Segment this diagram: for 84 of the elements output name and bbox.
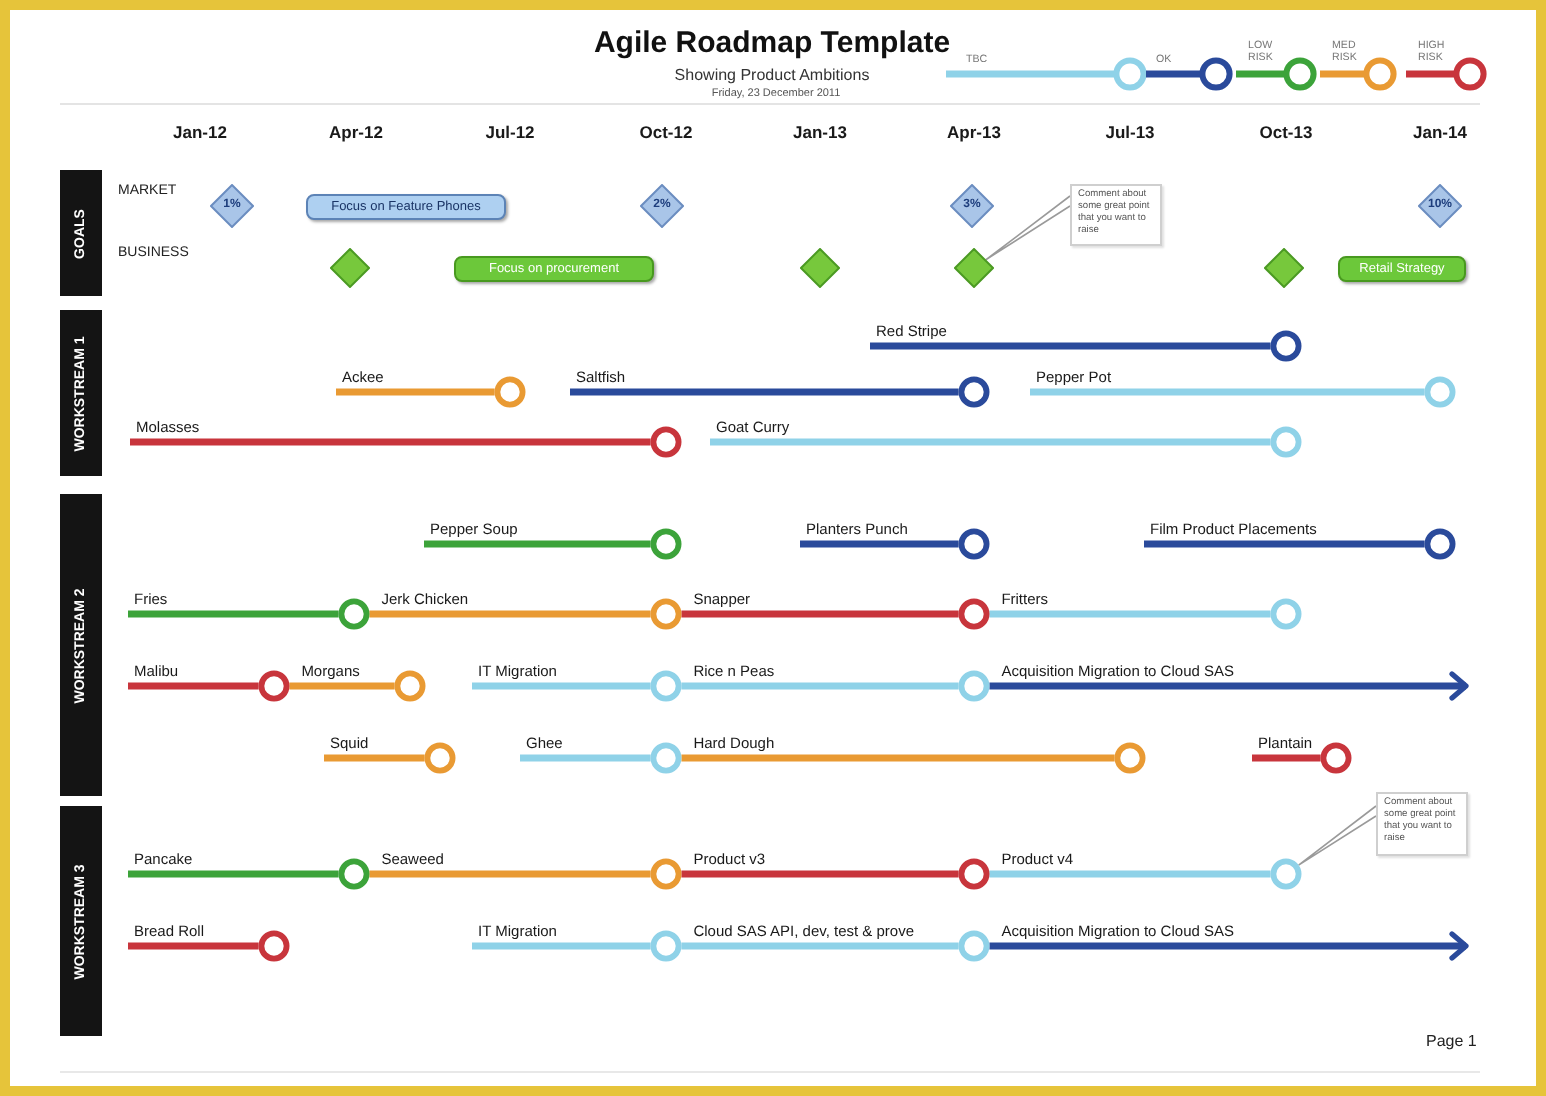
milestone-circle <box>958 670 990 702</box>
milestone-circle <box>650 858 682 890</box>
leader-line <box>985 195 1071 261</box>
milestone-circle <box>1320 742 1352 774</box>
timeline-line <box>128 610 339 618</box>
milestone-circle <box>958 528 990 560</box>
goal-diamond <box>800 248 840 288</box>
timeline-line <box>710 438 1271 446</box>
timeline-date: Jan-14 <box>1413 122 1467 142</box>
timeline-date: Jul-13 <box>1105 122 1155 142</box>
milestone-circle <box>958 376 990 408</box>
timeline-line <box>324 754 425 762</box>
milestone-circle <box>394 670 426 702</box>
timeline-line <box>989 870 1271 878</box>
milestone-circle <box>650 426 682 458</box>
timeline-line <box>989 610 1271 618</box>
timeline-line <box>681 870 959 878</box>
milestone-circle <box>958 598 990 630</box>
timeline-line <box>681 610 959 618</box>
swimlane-bar <box>60 170 102 296</box>
milestone-circle <box>1270 598 1302 630</box>
milestone-circle <box>258 930 290 962</box>
page-number: Page 1 <box>1426 1032 1477 1050</box>
goal-diamond <box>210 184 254 228</box>
timeline-line <box>128 682 259 690</box>
timeline-line <box>520 754 651 762</box>
timeline-line <box>128 870 339 878</box>
timeline-line <box>130 438 651 446</box>
timeline-line <box>681 754 1115 762</box>
timeline-line <box>800 540 959 548</box>
swimlane-bar <box>60 494 102 796</box>
goal-diamond <box>954 248 994 288</box>
timeline-date: Apr-13 <box>947 122 1001 142</box>
milestone-circle <box>1270 858 1302 890</box>
goal-diamond <box>1264 248 1304 288</box>
timeline-line <box>1252 754 1321 762</box>
milestone-circle <box>650 742 682 774</box>
timeline-line <box>472 682 651 690</box>
milestone-circle <box>1114 742 1146 774</box>
milestone-circle <box>650 930 682 962</box>
milestone-circle <box>1424 376 1456 408</box>
timeline-line <box>1030 388 1425 396</box>
timeline-line <box>472 942 651 950</box>
timeline-line <box>336 388 495 396</box>
milestone-circle <box>1270 330 1302 362</box>
timeline-line <box>870 342 1271 350</box>
milestone-circle <box>424 742 456 774</box>
milestone-circle <box>958 858 990 890</box>
timeline-arrow <box>989 671 1469 701</box>
subtitle: Showing Product Ambitions <box>674 66 870 84</box>
goal-diamond <box>950 184 994 228</box>
milestone-circle <box>650 670 682 702</box>
timeline-line <box>681 942 959 950</box>
timeline-line <box>289 682 395 690</box>
swimlane-bar <box>60 806 102 1036</box>
timeline-line <box>369 870 651 878</box>
timeline-date: Oct-12 <box>639 122 693 142</box>
timeline-date: Jan-13 <box>793 122 847 142</box>
milestone-circle <box>338 598 370 630</box>
goal-diamond <box>330 248 370 288</box>
milestone-circle <box>650 528 682 560</box>
milestone-circle <box>258 670 290 702</box>
timeline-date: Jan-12 <box>173 122 227 142</box>
timeline-date: Jul-12 <box>485 122 535 142</box>
timeline-line <box>369 610 651 618</box>
leader-line <box>1297 805 1377 866</box>
milestone-circle <box>1424 528 1456 560</box>
milestone-circle <box>1270 426 1302 458</box>
timeline-line <box>424 540 651 548</box>
timeline-date: Oct-13 <box>1259 122 1313 142</box>
milestone-circle <box>958 930 990 962</box>
timeline-line <box>570 388 959 396</box>
milestone-circle <box>494 376 526 408</box>
diagram-title: Agile Roadmap Template <box>593 26 951 60</box>
timeline-date: Apr-12 <box>329 122 383 142</box>
milestone-circle <box>338 858 370 890</box>
timeline-line <box>1144 540 1425 548</box>
goal-diamond <box>1418 184 1462 228</box>
timeline-arrow <box>989 931 1469 961</box>
milestone-circle <box>650 598 682 630</box>
swimlane-bar <box>60 310 102 476</box>
timeline-line <box>128 942 259 950</box>
goal-diamond <box>640 184 684 228</box>
timeline-line <box>681 682 959 690</box>
